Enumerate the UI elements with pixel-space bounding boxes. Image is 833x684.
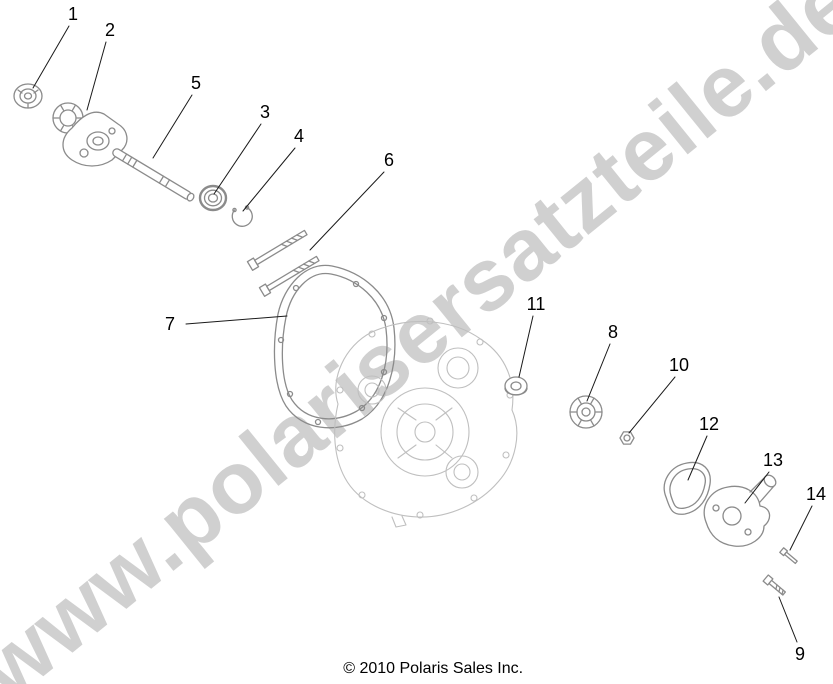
copyright-text: © 2010 Polaris Sales Inc.	[343, 660, 524, 677]
leader-line-7	[185, 315, 288, 325]
leader-line-6	[309, 171, 385, 251]
callout-7: 7	[164, 314, 176, 334]
callout-10: 10	[668, 355, 690, 375]
leader-lines	[32, 25, 813, 643]
part-5-pump-shaft	[112, 148, 195, 202]
callout-11: 11	[526, 294, 546, 314]
leader-line-8	[586, 343, 611, 402]
callout-1: 1	[67, 4, 79, 24]
callout-9: 9	[794, 644, 806, 664]
part-2-oil-pump	[52, 102, 128, 167]
callout-8: 8	[607, 322, 619, 342]
part-3-bearing	[198, 184, 228, 212]
part-11-seal-plug	[504, 376, 528, 396]
part-8-water-pump-rotor	[569, 395, 603, 429]
leader-line-5	[152, 94, 193, 159]
leader-line-1	[32, 25, 70, 89]
part-1-inner-rotor	[13, 83, 43, 109]
callout-14: 14	[805, 484, 827, 504]
part-7-cover-gasket	[273, 264, 396, 429]
callout-12: 12	[698, 414, 720, 434]
crankcase-cover-reference	[334, 317, 518, 528]
leader-line-3	[213, 123, 262, 195]
leader-line-12	[687, 435, 708, 481]
leader-line-13	[744, 471, 770, 504]
leader-line-9	[778, 596, 798, 643]
leader-line-2	[86, 41, 107, 111]
part-12-pump-gasket	[663, 461, 711, 515]
callout-4: 4	[293, 126, 305, 146]
leader-line-14	[789, 505, 813, 551]
callout-6: 6	[383, 150, 395, 170]
part-9-bolt	[762, 574, 787, 596]
leader-line-10	[628, 376, 676, 434]
part-6-bolts	[246, 229, 320, 297]
leader-line-11	[518, 315, 534, 378]
callout-3: 3	[259, 102, 271, 122]
callout-5: 5	[190, 73, 202, 93]
leader-line-4	[242, 147, 296, 212]
callout-2: 2	[104, 20, 116, 40]
part-10-nut	[619, 431, 635, 445]
callout-13: 13	[762, 450, 784, 470]
part-13-pump-housing	[703, 474, 777, 547]
part-14-screw	[779, 547, 798, 565]
part-4-snap-ring	[231, 205, 253, 227]
